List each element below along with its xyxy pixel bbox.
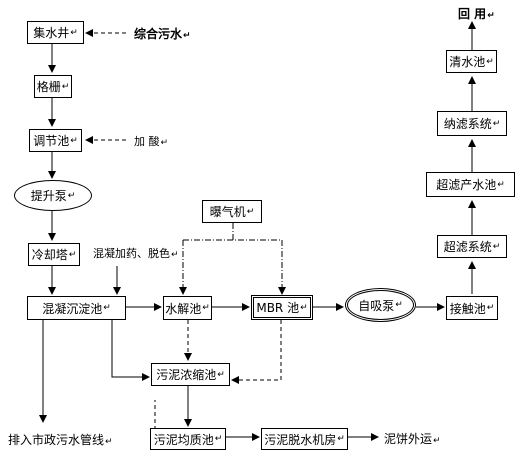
label-coag-decolor: 混凝加药、脱色↵ [93, 247, 179, 260]
node-hydrolysis-tank: 水解池↵ [163, 296, 212, 320]
label-mixed-wastewater: 综合污水↵ [134, 27, 191, 41]
arrow-coag-sludge-to-thickener [111, 320, 150, 381]
node-contact-tank: 接触池↵ [446, 296, 498, 320]
label-municipal-sewer: 排入市政污水管线↵ [8, 433, 113, 447]
node-uf-product-tank: 超滤产水池↵ [426, 172, 515, 197]
node-coag-sed-tank: 混凝沉淀池↵ [27, 296, 126, 320]
node-sludge-homogenizer: 污泥均质池↵ [150, 428, 226, 450]
node-self-priming-pump: 自吸泵↵ [345, 288, 416, 322]
node-grille: 格栅↵ [34, 75, 72, 98]
node-collect-well: 集水井↵ [27, 21, 84, 44]
node-sludge-dewatering-room: 污泥脱水机房↵ [261, 428, 348, 450]
node-sludge-thickener: 污泥浓缩池↵ [151, 363, 230, 386]
node-ultrafiltration-system: 超滤系统↵ [437, 235, 507, 258]
label-reuse: 回 用↵ [458, 7, 495, 21]
node-cooling-tower: 冷却塔↵ [28, 243, 80, 266]
node-mbr-tank: MBR 池↵ [251, 295, 313, 320]
node-clean-water-tank: 清水池↵ [446, 50, 497, 73]
label-sludge-cake-out: 泥饼外运↵ [384, 432, 441, 446]
node-lift-pump: 提升泵↵ [14, 180, 92, 211]
arrow-mbr-sludge-return [231, 320, 282, 384]
node-aeration-fan: 曝气机↵ [202, 200, 262, 223]
node-regulating-tank: 调节池↵ [29, 129, 82, 152]
node-nanofiltration-system: 纳滤系统↵ [437, 111, 507, 136]
label-add-acid: 加 酸↵ [134, 135, 169, 148]
